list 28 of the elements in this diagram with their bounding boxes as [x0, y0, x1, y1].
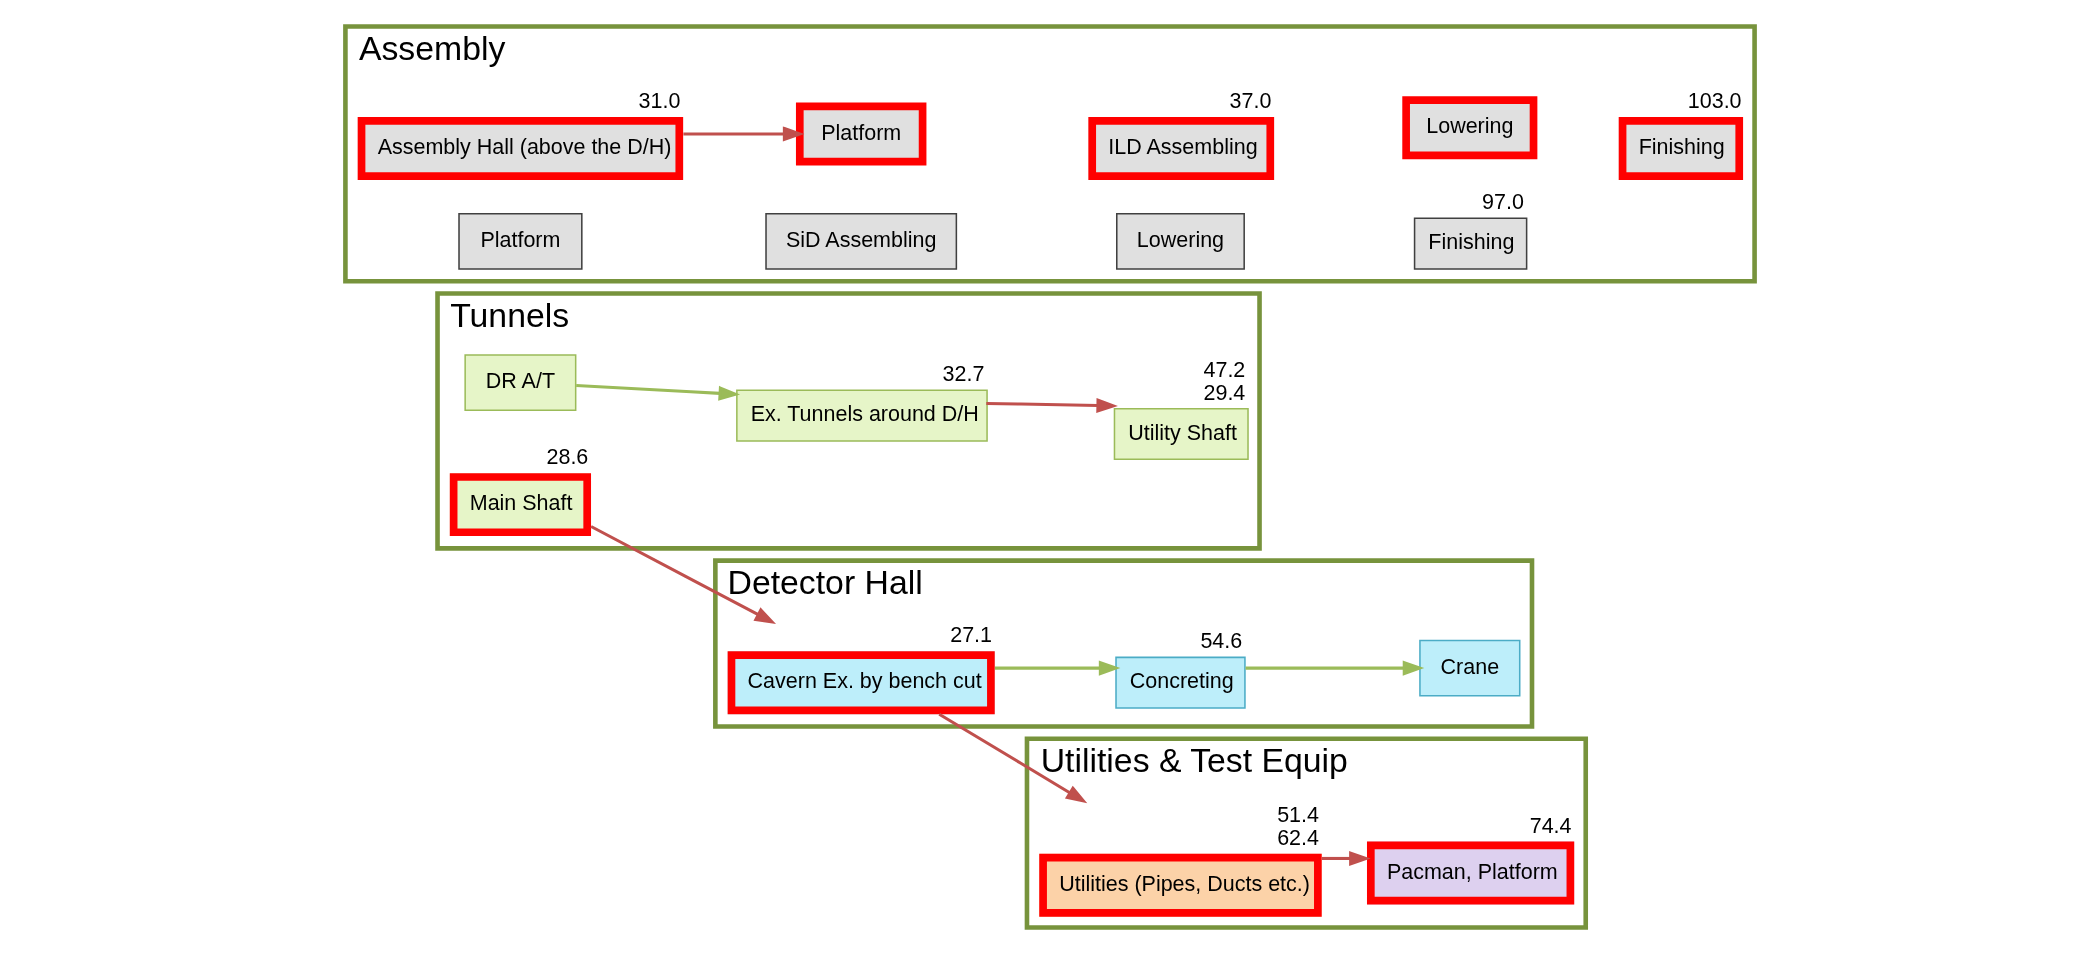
node-box: Lowering — [1116, 212, 1245, 270]
node-label: 27.1 — [950, 623, 993, 648]
node-label: 97.0 — [1482, 190, 1524, 215]
node-label: 47.2 — [1203, 357, 1246, 382]
arrow — [1245, 660, 1425, 676]
node-box: Platform — [795, 102, 927, 166]
arrow — [576, 384, 741, 401]
node-label: 29.4 — [1203, 380, 1246, 405]
node-box: DR A/T — [464, 354, 577, 411]
arrow — [590, 525, 777, 625]
arrow — [683, 126, 805, 142]
node-box: SiD Assembling — [765, 212, 958, 270]
node-label: 74.4 — [1529, 813, 1572, 838]
node-label: 54.6 — [1200, 629, 1243, 654]
arrow — [986, 398, 1118, 414]
node-box: Lowering — [1402, 96, 1538, 160]
node-label: 62.4 — [1277, 825, 1320, 850]
node-label: 32.7 — [942, 362, 985, 387]
arrow — [938, 712, 1088, 804]
node-label: 31.0 — [638, 89, 681, 114]
node-label: 51.4 — [1277, 802, 1320, 827]
arrow — [995, 660, 1121, 676]
arrow — [1321, 850, 1371, 866]
node-box: Platform — [458, 212, 583, 270]
node-label: 37.0 — [1229, 89, 1272, 114]
node-label: 28.6 — [546, 445, 589, 470]
node-label: 103.0 — [1687, 89, 1742, 114]
node-box: Crane — [1419, 639, 1521, 697]
